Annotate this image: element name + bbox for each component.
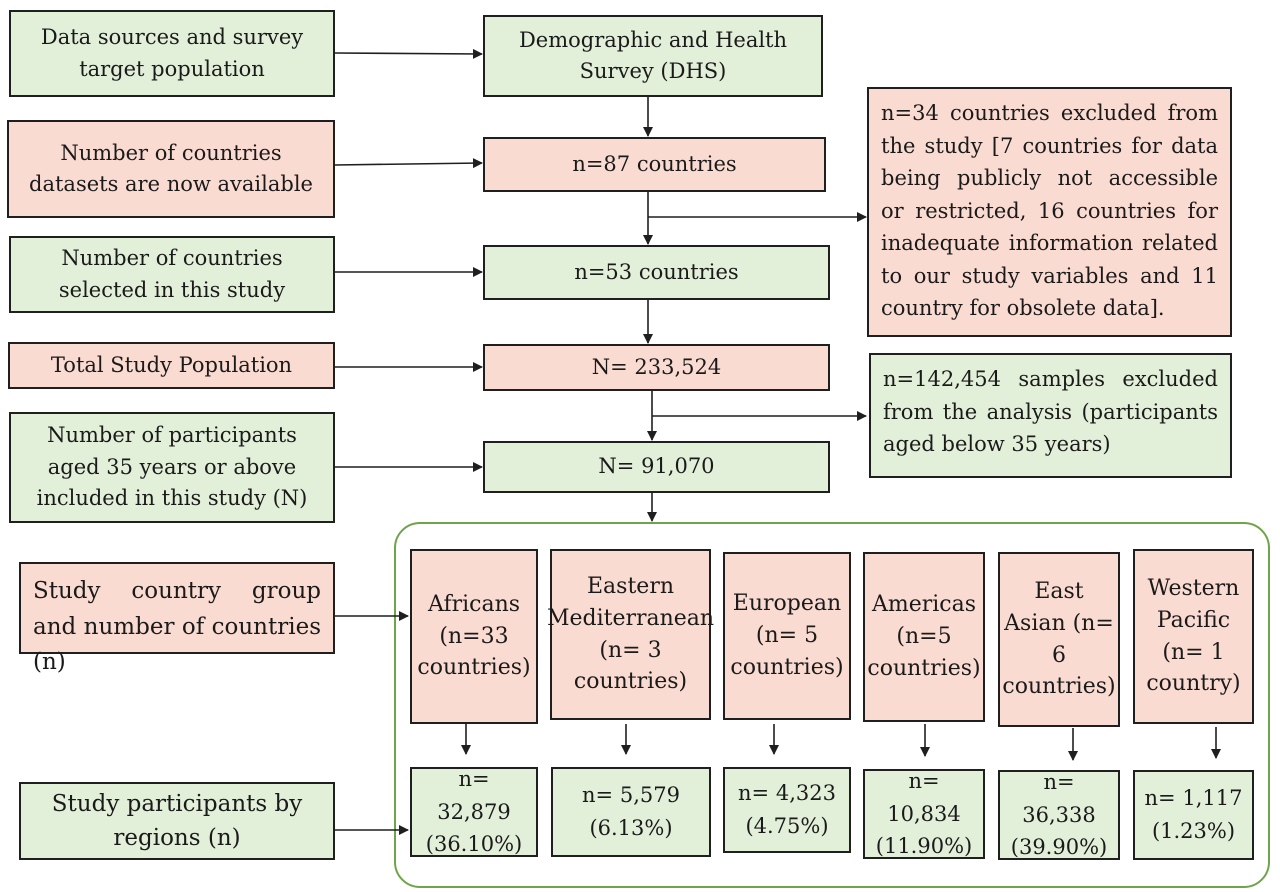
aged35-box: Number of participants aged 35 years or … [9, 412, 335, 523]
data-sources-label: Data sources and survey target populatio… [40, 25, 304, 81]
countries-selected-label: Number of countries selected in this stu… [58, 246, 286, 302]
region-count-label: n= 5,579 (6.13%) [582, 783, 680, 840]
region-name-box: Eastern Mediterranean (n= 3 countries) [546, 549, 715, 720]
countries-selected-box: Number of countries selected in this stu… [9, 236, 335, 313]
region-count-box: n= 10,834 (11.90%) [863, 769, 985, 859]
n53-box: n=53 countries [483, 245, 830, 300]
region-count-box: n= 32,879 (36.10%) [410, 767, 538, 857]
region-name-label: Americas (n=5 countries) [867, 592, 981, 681]
country-group-label: Study country group and number of countr… [33, 578, 321, 676]
region-group-frame [394, 522, 1270, 888]
N91-box: N= 91,070 [483, 441, 830, 493]
samples-excluded-label: n=142,454 samples excluded from the anal… [883, 367, 1218, 457]
arrow-available-to-n87 [334, 158, 483, 169]
region-name-label: European (n= 5 countries) [730, 591, 844, 680]
N233-label: N= 233,524 [591, 354, 722, 379]
region-name-box: Western Pacific (n= 1 country) [1133, 549, 1254, 724]
total-population-label: Total Study Population [50, 352, 293, 377]
region-count-label: n= 10,834 (11.90%) [875, 769, 973, 859]
data-sources-box: Data sources and survey target populatio… [9, 10, 335, 97]
participants-by-region-label: Study participants by regions (n) [51, 790, 303, 852]
arrow-sources-to-dhs [334, 48, 483, 59]
region-name-label: Eastern Mediterranean (n= 3 countries) [546, 573, 715, 695]
region-count-label: n= 36,338 (39.90%) [1010, 770, 1108, 860]
countries-available-label: Number of countries datasets are now ava… [29, 140, 313, 197]
n87-box: n=87 countries [483, 137, 826, 192]
region-name-box: Americas (n=5 countries) [863, 552, 985, 722]
aged35-label: Number of participants aged 35 years or … [36, 423, 308, 511]
N233-box: N= 233,524 [483, 344, 830, 391]
region-count-label: n= 32,879 (36.10%) [425, 767, 523, 857]
region-name-label: Western Pacific (n= 1 country) [1146, 575, 1241, 697]
region-name-box: Africans (n=33 countries) [410, 549, 538, 724]
samples-excluded-box: n=142,454 samples excluded from the anal… [869, 353, 1232, 478]
region-name-label: East Asian (n= 6 countries) [1002, 578, 1116, 700]
n87-label: n=87 countries [572, 151, 737, 176]
countries-excluded-label: n=34 countries excluded from the study [… [881, 101, 1218, 321]
region-count-box: n= 1,117 (1.23%) [1133, 770, 1254, 860]
region-name-label: Africans (n=33 countries) [417, 591, 531, 681]
total-population-box: Total Study Population [8, 342, 335, 389]
region-name-box: European (n= 5 countries) [723, 552, 851, 720]
region-name-box: East Asian (n= 6 countries) [998, 552, 1120, 727]
N91-label: N= 91,070 [598, 454, 715, 479]
region-count-label: n= 1,117 (1.23%) [1144, 786, 1243, 843]
dhs-box: Demographic and Health Survey (DHS) [483, 15, 823, 97]
participants-by-region-box: Study participants by regions (n) [19, 782, 335, 860]
n53-label: n=53 countries [574, 259, 739, 284]
country-group-box: Study country group and number of countr… [19, 562, 335, 675]
dhs-label: Demographic and Health Survey (DHS) [518, 27, 788, 84]
countries-excluded-box: n=34 countries excluded from the study [… [867, 87, 1232, 337]
region-count-box: n= 5,579 (6.13%) [551, 767, 711, 857]
region-count-label: n= 4,323 (4.75%) [738, 781, 836, 838]
region-count-box: n= 4,323 (4.75%) [723, 767, 851, 853]
region-count-box: n= 36,338 (39.90%) [998, 770, 1120, 860]
countries-available-box: Number of countries datasets are now ava… [7, 120, 335, 218]
